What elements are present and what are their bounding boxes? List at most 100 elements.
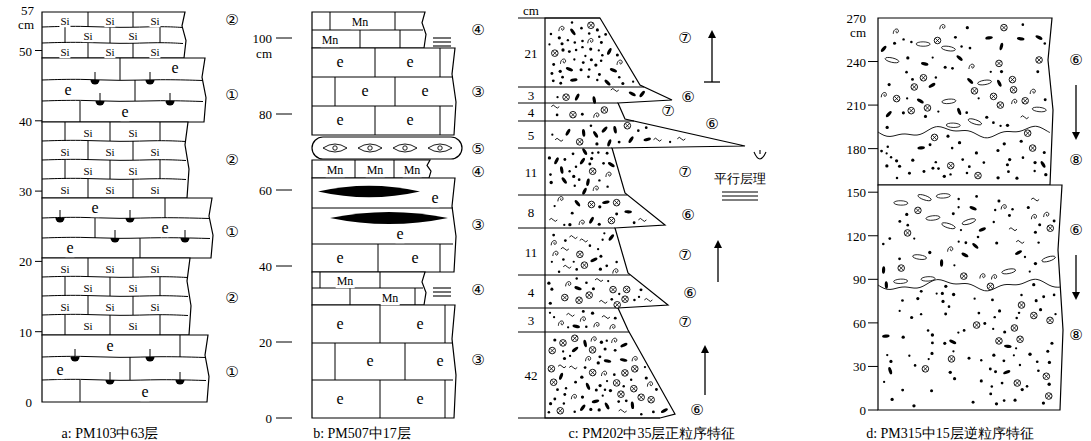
grain-dot	[605, 264, 608, 267]
bed-joint	[380, 305, 381, 343]
pebble-cross	[582, 263, 586, 267]
bed-boundary	[518, 418, 660, 419]
grain-dot	[567, 326, 569, 328]
flat-clast	[894, 279, 908, 284]
bed-number-holder: ②	[225, 151, 238, 169]
lithology-symbol: Si	[104, 146, 115, 158]
grain-dot	[549, 312, 551, 314]
pebble-cross	[590, 370, 594, 374]
grain-dot	[597, 361, 600, 364]
column-a	[35, 12, 213, 402]
lithology-symbol-holder: Si	[127, 26, 138, 44]
lithology-symbol: e	[170, 59, 179, 77]
pebble-cross	[1032, 313, 1036, 317]
lithology-symbol-holder: Si	[59, 297, 70, 315]
grain-dot	[1003, 399, 1006, 402]
grain-dot	[563, 393, 566, 396]
grain-dot	[600, 341, 603, 344]
fossil-symbol	[111, 238, 120, 243]
pebble-cross	[614, 381, 618, 385]
grain-dot	[597, 248, 599, 250]
flat-clast	[894, 201, 908, 206]
depth-tick	[276, 190, 292, 191]
column-d	[868, 18, 1080, 410]
bedding-line	[42, 178, 186, 179]
black-clast	[586, 178, 591, 186]
lithology-symbol: e	[415, 315, 424, 333]
grain-dot	[920, 290, 923, 293]
bed-joint	[350, 288, 351, 305]
pebble-ring	[996, 60, 1003, 67]
pebble-symbol	[618, 391, 625, 398]
grain-dot	[550, 33, 553, 36]
fossil-symbol	[176, 380, 185, 385]
pebble-symbol	[588, 201, 595, 208]
grain-dot	[1015, 347, 1017, 349]
shell-fragment	[948, 247, 953, 252]
black-clast	[604, 79, 612, 87]
pebble-cross	[558, 409, 562, 413]
grain-dot	[968, 357, 971, 360]
fossil-stem	[95, 72, 96, 80]
grain-dot	[931, 167, 934, 170]
pebble-ring	[904, 230, 911, 237]
grain-dot	[588, 68, 591, 71]
lithology-symbol-holder: Si	[82, 123, 93, 141]
shell-fragment	[1044, 212, 1049, 217]
depth-number-holder: 57	[21, 1, 34, 19]
grain-dot	[975, 151, 978, 154]
grain-dot	[606, 152, 609, 155]
pebble-symbol	[996, 60, 1003, 67]
black-clast	[553, 157, 559, 165]
pebble-ring	[996, 338, 1003, 345]
bed-boundary	[518, 228, 615, 229]
bed-joint	[160, 160, 161, 179]
black-clast	[628, 136, 635, 144]
pebble-ring	[614, 302, 621, 309]
grain-dot	[584, 55, 586, 57]
bed-number-holder: ①	[225, 363, 238, 381]
pebble-symbol	[570, 111, 577, 118]
lithology-symbol-holder: Si	[82, 161, 93, 179]
grain-dot	[912, 404, 915, 407]
siliceous-bed	[42, 12, 186, 58]
bed-number: ③	[471, 217, 484, 234]
bed-joint	[160, 277, 161, 296]
grain-dot	[936, 292, 938, 294]
grain-dot	[595, 389, 598, 392]
shell-fragment	[551, 241, 556, 246]
black-clast	[921, 61, 929, 66]
nodule-core	[438, 146, 442, 150]
flat-clast	[916, 42, 930, 47]
grain-dot	[602, 395, 604, 397]
lithology-symbol-holder: Mn	[321, 30, 340, 48]
grain-dot	[1050, 342, 1053, 345]
graded-unit	[878, 18, 1053, 185]
black-clast	[882, 334, 890, 338]
grain-dot	[929, 143, 932, 146]
grain-dot	[916, 297, 919, 300]
lithology-symbol-holder: Si	[104, 11, 115, 29]
grain-dot	[575, 277, 577, 279]
shell-fragment	[593, 186, 598, 191]
organic-wisp	[1021, 116, 1029, 119]
panel-caption-holder: a: PM103中63层	[62, 424, 159, 441]
bed-joint	[395, 77, 396, 106]
grain-dot	[992, 354, 995, 357]
lithology-symbol-holder: e	[415, 315, 424, 333]
grain-dot	[633, 299, 636, 302]
lithology-symbol: Si	[149, 184, 160, 196]
shell-fragment	[612, 338, 617, 343]
thickness-number-holder: 8	[528, 203, 535, 221]
depth-tick	[276, 38, 292, 39]
fossil-symbol	[146, 357, 155, 362]
nodule-lens	[323, 144, 347, 152]
thickness-number-holder: 21	[525, 44, 538, 62]
black-clast	[572, 324, 580, 329]
grain-dot	[994, 209, 996, 211]
grain-dot	[602, 162, 605, 165]
lithology-symbol: e	[63, 81, 72, 99]
shell-fragment	[601, 371, 606, 376]
grain-dot	[905, 71, 908, 74]
bed-joint	[380, 380, 381, 418]
